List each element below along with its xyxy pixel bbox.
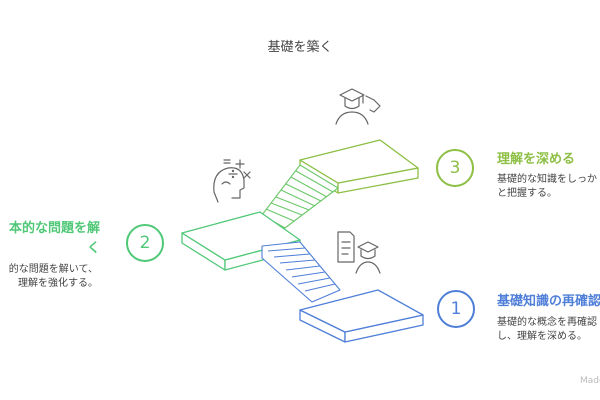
diagram-title: 基礎を築く	[267, 40, 333, 55]
step-3-number: 3	[450, 158, 461, 178]
step-1-badge: 1	[437, 290, 475, 328]
step-2-heading-line1: 本的な問題を解	[8, 221, 100, 236]
step-3-desc-line2: と把握する。	[497, 188, 557, 199]
step-2-badge: 2	[126, 224, 164, 262]
lower-stairs	[261, 241, 341, 303]
step-2-heading-line2: く	[86, 241, 100, 256]
step-1-description: 基礎的な概念を再確認 し、理解を深める。	[497, 316, 597, 344]
platform-top	[299, 139, 419, 194]
step-1-desc-line2: し、理解を深める。	[497, 331, 587, 342]
step-2-number: 2	[140, 233, 151, 253]
document-student-icon	[337, 231, 381, 274]
step-2-description: 的な問題を解いて、 理解を強化する。	[9, 263, 98, 291]
step-1-number: 1	[451, 299, 462, 319]
upper-stairs	[261, 164, 339, 229]
step-1-heading: 基礎知識の再確認	[497, 294, 600, 309]
math-thinking-icon	[213, 159, 251, 203]
step-3-badge: 3	[436, 149, 474, 187]
platform-bottom	[299, 289, 424, 343]
step-2-desc-line1: 的な問題を解いて、	[8, 264, 98, 275]
watermark: Made	[580, 376, 600, 386]
step-1-desc-line1: 基礎的な概念を再確認	[497, 317, 597, 328]
step-3-heading: 理解を深める	[497, 152, 576, 167]
step-2-desc-line2: 理解を強化する。	[18, 278, 98, 289]
graduate-icon	[335, 88, 381, 125]
step-2-heading: 本的な問題を解 く	[9, 219, 100, 259]
step-3-desc-line1: 基礎的な知識をしっか	[497, 174, 597, 185]
step-3-description: 基礎的な知識をしっか と把握する。	[497, 173, 597, 201]
